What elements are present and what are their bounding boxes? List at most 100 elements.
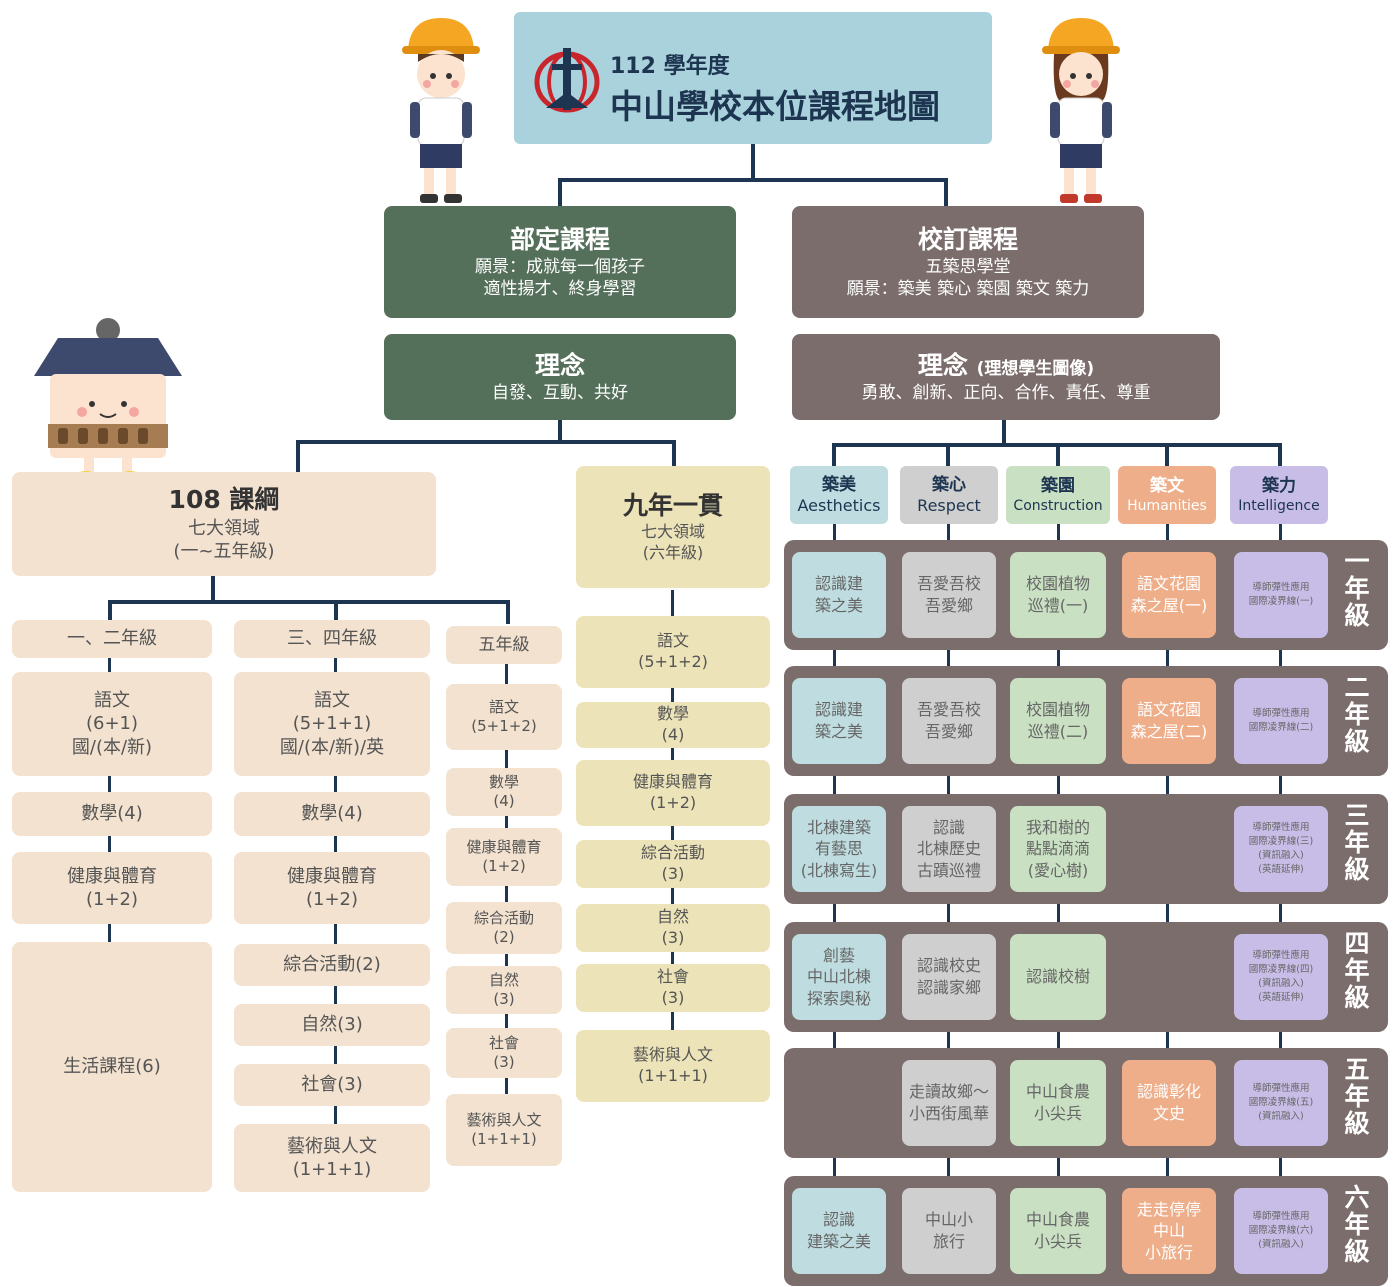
col5-subject: 藝術與人文 (1+1+1) [446,1094,562,1166]
course-line: (資訊融入) [1258,1111,1304,1123]
subject-line: 藝術與人文 [466,1110,542,1129]
course-line: 中山食農 [1025,1082,1090,1102]
col5-subject: 數學 (4) [446,768,562,816]
school-idea-box: 理念 (理想學生圖像) 勇敢、創新、正向、合作、責任、尊重 [792,334,1220,420]
course-line: 旅行 [932,1232,965,1251]
course-line: 建築之美 [806,1232,871,1251]
course-line: 巡禮(一) [1027,596,1089,615]
grade-label-char: 級 [1344,1109,1370,1138]
pillar-en: Humanities [1127,497,1207,514]
nine-year-sub: 七大領域 [640,522,705,542]
grade-label-char: 級 [1344,601,1370,630]
course-cell: 認識校樹 [1010,934,1106,1020]
course-line: 導師彈性應用 [1252,949,1310,961]
course-line: 認識家鄉 [916,978,981,997]
col6-subject: 自然 (3) [576,904,770,952]
course-line: 古蹟巡禮 [916,860,981,880]
course-line: (英語延伸) [1258,864,1304,876]
grade-label-char: 三 [1344,801,1370,830]
subject-line: (1+1+1) [471,1130,537,1148]
course-cell: 認識建築之美 [792,678,886,764]
subject-line: 健康與體育 [287,865,377,887]
col6-subject: 綜合活動 (3) [576,840,770,888]
grade-label-char: 年 [1344,1082,1370,1111]
course-line: 我和樹的 [1025,817,1090,837]
course-line: 築之美 [814,722,863,741]
nine-year-title: 九年一貫 [622,490,723,520]
course-line: 小旅行 [1144,1242,1193,1262]
course-line: 校園植物 [1025,700,1090,720]
subject-line: (3) [661,864,685,883]
col5-subject: 綜合活動 (2) [446,902,562,954]
course-line: 認識校樹 [1025,967,1090,987]
col34-subject: 綜合活動(2) [234,944,430,986]
school-idea-title: 理念 [917,350,968,380]
pillar-respect: 築心 Respect [900,466,998,524]
subject-line: (5+1+2) [638,652,708,671]
national-idea-text: 自發、互動、共好 [492,383,628,404]
subject-line: 健康與體育 [67,865,157,887]
course-line: 國際凌界線(三) [1248,835,1314,847]
col12-subject: 健康與體育 (1+2) [12,852,212,924]
course-cell: 語文花園森之屋(一) [1122,552,1216,638]
subject-line: 數學(4) [81,803,143,825]
col34-header: 三、四年級 [234,620,430,658]
subject-line: 數學 [656,704,689,724]
subject-line: (1+2) [649,793,697,812]
subject-line: (1+2) [482,857,526,875]
course-line: 導師彈性應用 [1252,1082,1310,1094]
course-line: (愛心樹) [1027,860,1089,880]
subject-line: 語文 [656,631,689,651]
col34-subject: 藝術與人文 (1+1+1) [234,1124,430,1192]
pillar-en: Respect [917,495,981,515]
col12-header: 一、二年級 [12,620,212,658]
national-title: 部定課程 [509,224,610,254]
course-cell: 吾愛吾校吾愛鄉 [902,552,996,638]
pillar-zh: 築園 [1041,475,1075,496]
course-line: 森之屋(二) [1130,722,1208,741]
course-line: 探索奧秘 [806,988,871,1008]
course-line: 導師彈性應用 [1252,707,1310,719]
course-line: 小尖兵 [1033,1232,1082,1251]
subject-line: 語文 [488,697,519,716]
course-cell: 走走停停中山小旅行 [1122,1188,1216,1274]
course-line: 認識建 [814,574,863,594]
course-cell: 認識建築之美 [792,552,886,638]
course-cell: 導師彈性應用國際凌界線(六)(資訊融入) [1234,1188,1328,1274]
national-vision-1: 願景：成就每一個孩子 [475,257,645,278]
subject-line: (3) [493,1053,515,1071]
course-cell: 導師彈性應用國際凌界線(四)(資訊融入)(英語延伸) [1234,934,1328,1020]
col34-subject: 自然(3) [234,1004,430,1046]
course-line: 吾愛鄉 [924,722,973,741]
grade-label: 二年級 [1342,674,1372,755]
course-line: (北棟寫生) [800,860,878,880]
course-cell: 認識建築之美 [792,1188,886,1274]
school-vision: 願景：築美 築心 築園 築文 築力 [846,279,1090,300]
subject-line: (5+1+1) [292,713,372,735]
course-line: 國際凌界線(六) [1248,1224,1314,1236]
col34-subject: 社會(3) [234,1064,430,1106]
school-curriculum-box: 校訂課程 五築思學堂 願景：築美 築心 築園 築文 築力 [792,206,1144,318]
grade-label: 三年級 [1342,802,1372,883]
course-line: 認識 [822,1210,855,1230]
school-title: 校訂課程 [917,224,1018,254]
page-title: 中山學校本位課程地圖 [610,87,940,126]
subject-line: 社會 [488,1033,519,1052]
boy-student-icon [402,18,480,203]
grade-label-char: 年 [1344,700,1370,729]
subject-line: 藝術與人文 [632,1045,713,1065]
course-line: 點點滴滴 [1025,839,1090,859]
col34-subject: 語文 (5+1+1) 國/(本/新)/英 [234,672,430,776]
course-line: (資訊融入) [1258,1239,1304,1251]
grade-label-char: 年 [1344,574,1370,603]
col12-subject: 生活課程(6) [12,942,212,1192]
course-line: 北棟歷史 [916,839,981,859]
header-box: 112 學年度 中山學校本位課程地圖 [514,12,992,144]
course-line: 國際凌界線(四) [1248,963,1314,975]
col5-subject: 社會 (3) [446,1028,562,1078]
col34-header-label: 三、四年級 [287,628,377,650]
grade-label: 一年級 [1342,548,1372,629]
school-idea-note: (理想學生圖像) [976,358,1095,379]
pillar-zh: 築文 [1150,475,1184,496]
subject-line: 生活課程(6) [63,1056,161,1078]
